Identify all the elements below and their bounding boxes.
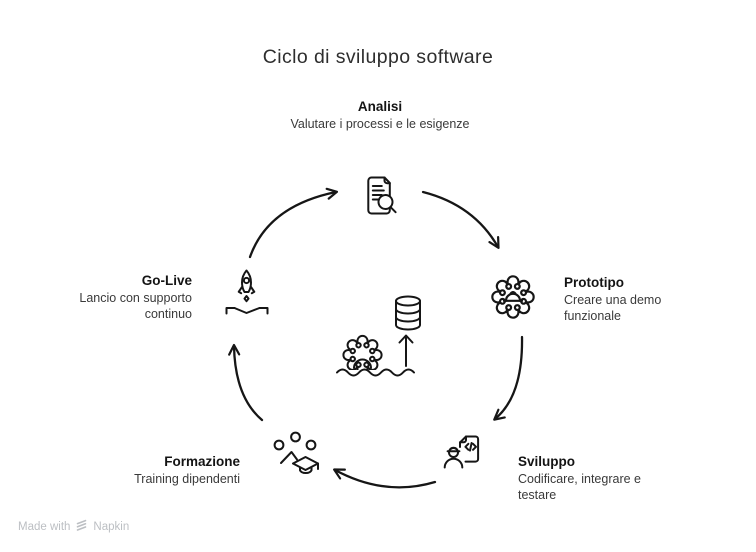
deployment-gear-waves-database-icon [334,294,424,378]
arrow-golive-to-analisi [248,187,339,259]
arrow-analisi-to-prototipo [421,190,500,249]
page-title: Ciclo di sviluppo software [262,46,494,68]
people-graduation-icon [267,429,319,479]
stage-prototipo-description: Creare una demo funzionale [564,293,662,324]
stage-golive-title: Go-Live [141,273,192,288]
stage-prototipo: Prototipo Creare una demo funzionale [564,274,692,324]
stage-sviluppo-title: Sviluppo [518,454,575,469]
stage-golive: Go-Live Lancio con supporto continuo [40,272,192,322]
stage-prototipo-title: Prototipo [564,275,624,290]
stage-formazione-description: Training dipendenti [134,472,240,487]
arrow-sviluppo-to-formazione [333,468,437,489]
stage-sviluppo: Sviluppo Codificare, integrare e testare [518,453,658,503]
document-search-icon [354,171,406,223]
arrow-prototipo-to-sviluppo [493,335,524,421]
napkin-logo-icon [75,519,88,535]
watermark-prefix: Made with [18,521,71,533]
rocket-launch-icon [221,266,273,318]
stage-analisi-title: Analisi [357,99,403,114]
stage-formazione: Formazione Training dipendenti [80,453,240,487]
stage-sviluppo-description: Codificare, integrare e testare [518,472,641,503]
watermark-brand: Napkin [93,521,130,533]
arrow-formazione-to-golive [228,343,264,422]
gear-hardhat-icon [487,271,539,323]
watermark: Made with Napkin [18,519,129,535]
stage-formazione-title: Formazione [164,454,240,469]
stage-analisi: Analisi Valutare i processi e le esigenz… [285,98,475,132]
stage-analisi-description: Valutare i processi e le esigenze [290,117,470,132]
stage-golive-description: Lancio con supporto continuo [79,291,192,322]
developer-code-document-icon [439,425,491,477]
